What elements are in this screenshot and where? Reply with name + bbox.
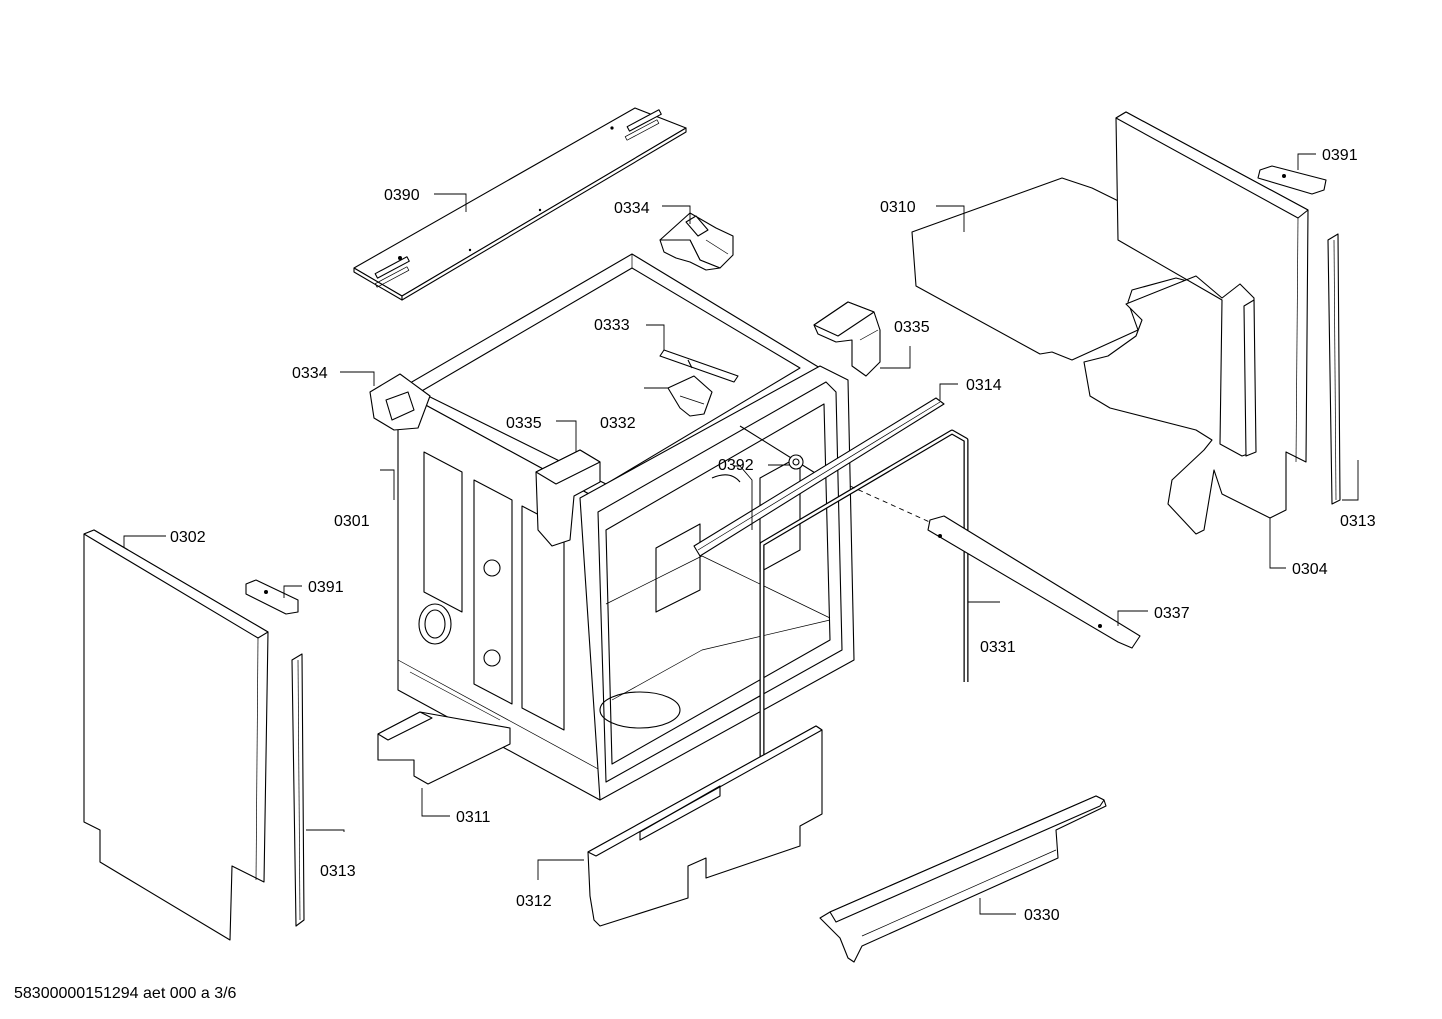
part-0312-base-block (587, 725, 823, 927)
label-0302: 0302 (170, 529, 206, 546)
label-0310: 0310 (880, 199, 916, 216)
part-0391-left-bracket (245, 579, 299, 615)
label-0313-right: 0313 (1340, 513, 1376, 530)
dashed-link (849, 485, 935, 525)
label-0301: 0301 (334, 513, 370, 530)
label-0390: 0390 (384, 187, 420, 204)
label-0332: 0332 (600, 415, 636, 432)
label-0337: 0337 (1154, 605, 1190, 622)
part-0332-clip (667, 375, 713, 417)
label-0391-top: 0391 (1322, 147, 1358, 164)
part-0390-top-plate (353, 107, 687, 301)
label-0335-right: 0335 (894, 319, 930, 336)
leader-lines (123, 153, 1359, 915)
part-0313-right-strip (1327, 233, 1341, 505)
part-0391-top-bracket (1257, 165, 1327, 195)
label-0314: 0314 (966, 377, 1002, 394)
part-0313-left-strip (291, 653, 305, 927)
part-0311-base-block (377, 711, 511, 785)
label-0304: 0304 (1292, 561, 1328, 578)
label-0330: 0330 (1024, 907, 1060, 924)
label-0333: 0333 (594, 317, 630, 334)
part-0302-left-panel (83, 529, 269, 941)
part-0333-rail (659, 349, 739, 383)
part-labels: 0390 0334 0334 0333 0332 0335 0335 0301 … (170, 147, 1376, 924)
part-0304-right-panel (1083, 111, 1309, 535)
part-0314-rail (693, 397, 945, 557)
part-0392-roller (788, 454, 804, 470)
part-0334-top-block (659, 212, 734, 271)
label-0334-top: 0334 (614, 200, 650, 217)
label-0331: 0331 (980, 639, 1016, 656)
part-0335-right-block (813, 301, 881, 377)
label-0392: 0392 (718, 457, 754, 474)
label-0312: 0312 (516, 893, 552, 910)
label-0313-left: 0313 (320, 863, 356, 880)
part-0334-left-block (369, 373, 431, 431)
document-id: 58300000151294 aet 000 a 3/6 (14, 985, 237, 1002)
part-0331-gasket (759, 429, 969, 796)
label-0391-left: 0391 (308, 579, 344, 596)
label-0335-mid: 0335 (506, 415, 542, 432)
part-0330-base-tray (819, 795, 1107, 963)
part-0337-bar (927, 515, 1141, 649)
part-0301-tub (397, 253, 855, 801)
label-0311: 0311 (456, 809, 491, 826)
label-0334-left: 0334 (292, 365, 328, 382)
part-0335-mid-block (535, 449, 601, 547)
